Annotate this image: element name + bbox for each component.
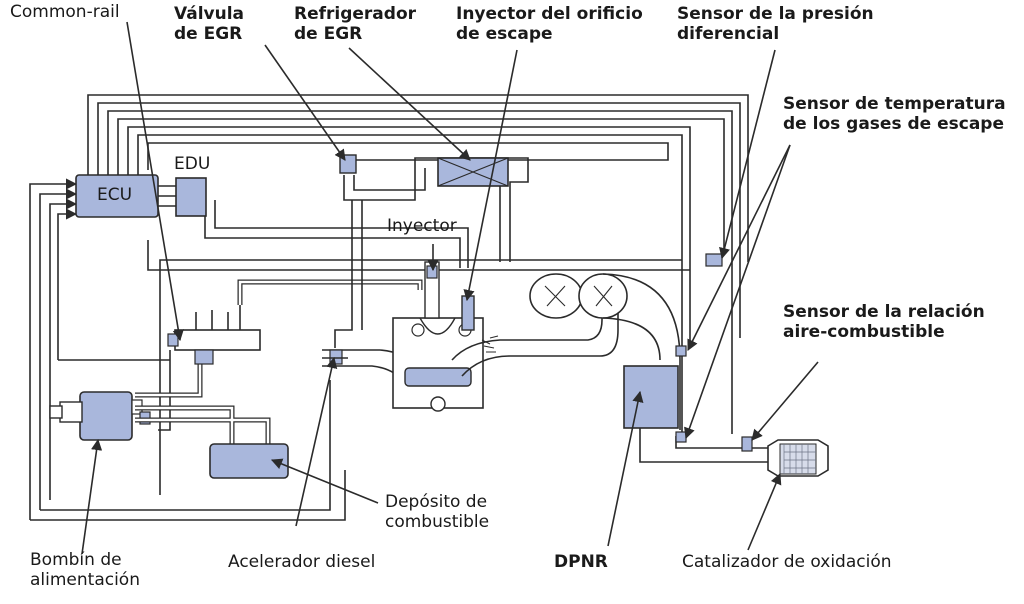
ecu-box <box>75 174 159 218</box>
label-exhaust-port-injector: Inyector del orificio de escape <box>456 4 643 44</box>
label-dpnr: DPNR <box>554 552 608 572</box>
air-fuel-sensor-part <box>741 436 753 452</box>
label-common-rail: Common-rail <box>10 2 120 22</box>
dpnr-box <box>623 365 679 429</box>
egr-system <box>334 154 529 348</box>
label-ecu: ECU <box>97 185 133 205</box>
oxidation-catalyst-part <box>767 439 829 477</box>
engine-cylinder <box>392 261 484 412</box>
label-diff-pressure-sensor: Sensor de la presión diferencial <box>677 4 874 44</box>
leader-arrows <box>81 21 819 555</box>
label-diesel-throttle: Acelerador diesel <box>228 552 376 572</box>
label-egr-valve: Válvula de EGR <box>174 4 245 44</box>
diff-pressure-sensor-part <box>705 253 723 267</box>
temp-sensor-lower <box>675 431 687 443</box>
label-fuel-tank: Depósito de combustible <box>385 492 490 532</box>
sensor-wiring <box>29 94 749 521</box>
label-egr-cooler: Refrigerador de EGR <box>294 4 417 44</box>
label-supply-pump: Bombín de alimentación <box>30 550 140 590</box>
supply-pump <box>49 391 151 441</box>
label-edu: EDU <box>174 154 211 174</box>
label-exhaust-temp-sensor: Sensor de temperatura de los gases de es… <box>783 94 1006 134</box>
label-oxidation-catalyst: Catalizador de oxidación <box>682 552 892 572</box>
fuel-tank <box>135 405 289 479</box>
temp-sensor-upper <box>675 345 687 357</box>
edu-box <box>175 177 207 217</box>
label-injector: Inyector <box>387 216 457 236</box>
label-air-fuel-sensor: Sensor de la relación aire-combustible <box>783 302 985 342</box>
